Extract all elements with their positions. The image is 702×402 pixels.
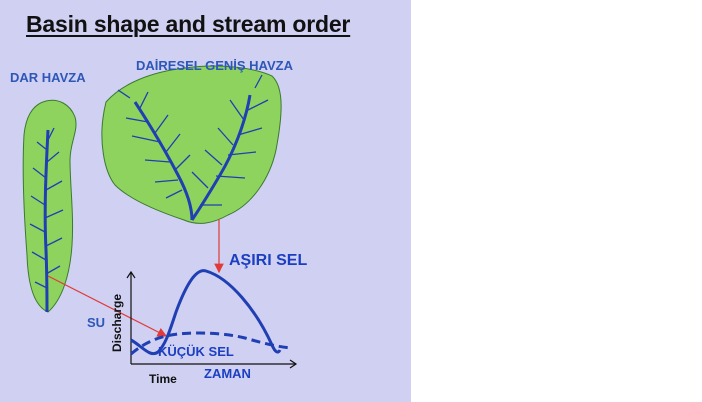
small-flood-curve — [130, 331, 293, 356]
time-tr-label: ZAMAN — [204, 366, 251, 381]
circular-basin-tributaries — [117, 74, 269, 206]
narrow-basin-main-stream — [43, 129, 50, 313]
small-flood-label: KÜÇÜK SEL — [158, 344, 234, 359]
diagram-graphics — [22, 65, 298, 369]
page-title: Basin shape and stream order — [26, 11, 351, 37]
narrow-basin-label: DAR HAVZA — [10, 70, 86, 85]
circular-basin-shape — [101, 65, 282, 224]
narrow-basin-tributaries — [29, 127, 64, 289]
diagram-slide: Basin shape and stream order DAR HAVZA D… — [0, 0, 411, 402]
high-flood-label: AŞIRI SEL — [229, 252, 308, 269]
arrow-to-small-flood — [47, 275, 168, 337]
circular-basin-label: DAİRESEL GENİŞ HAVZA — [136, 58, 293, 73]
circular-basin-main-streams — [133, 94, 252, 221]
hydrograph-axes — [126, 270, 298, 369]
water-label: SU — [87, 315, 106, 330]
y-axis-label: Discharge — [110, 293, 124, 353]
narrow-basin-shape — [22, 99, 77, 313]
x-axis-label: Time — [149, 372, 177, 386]
